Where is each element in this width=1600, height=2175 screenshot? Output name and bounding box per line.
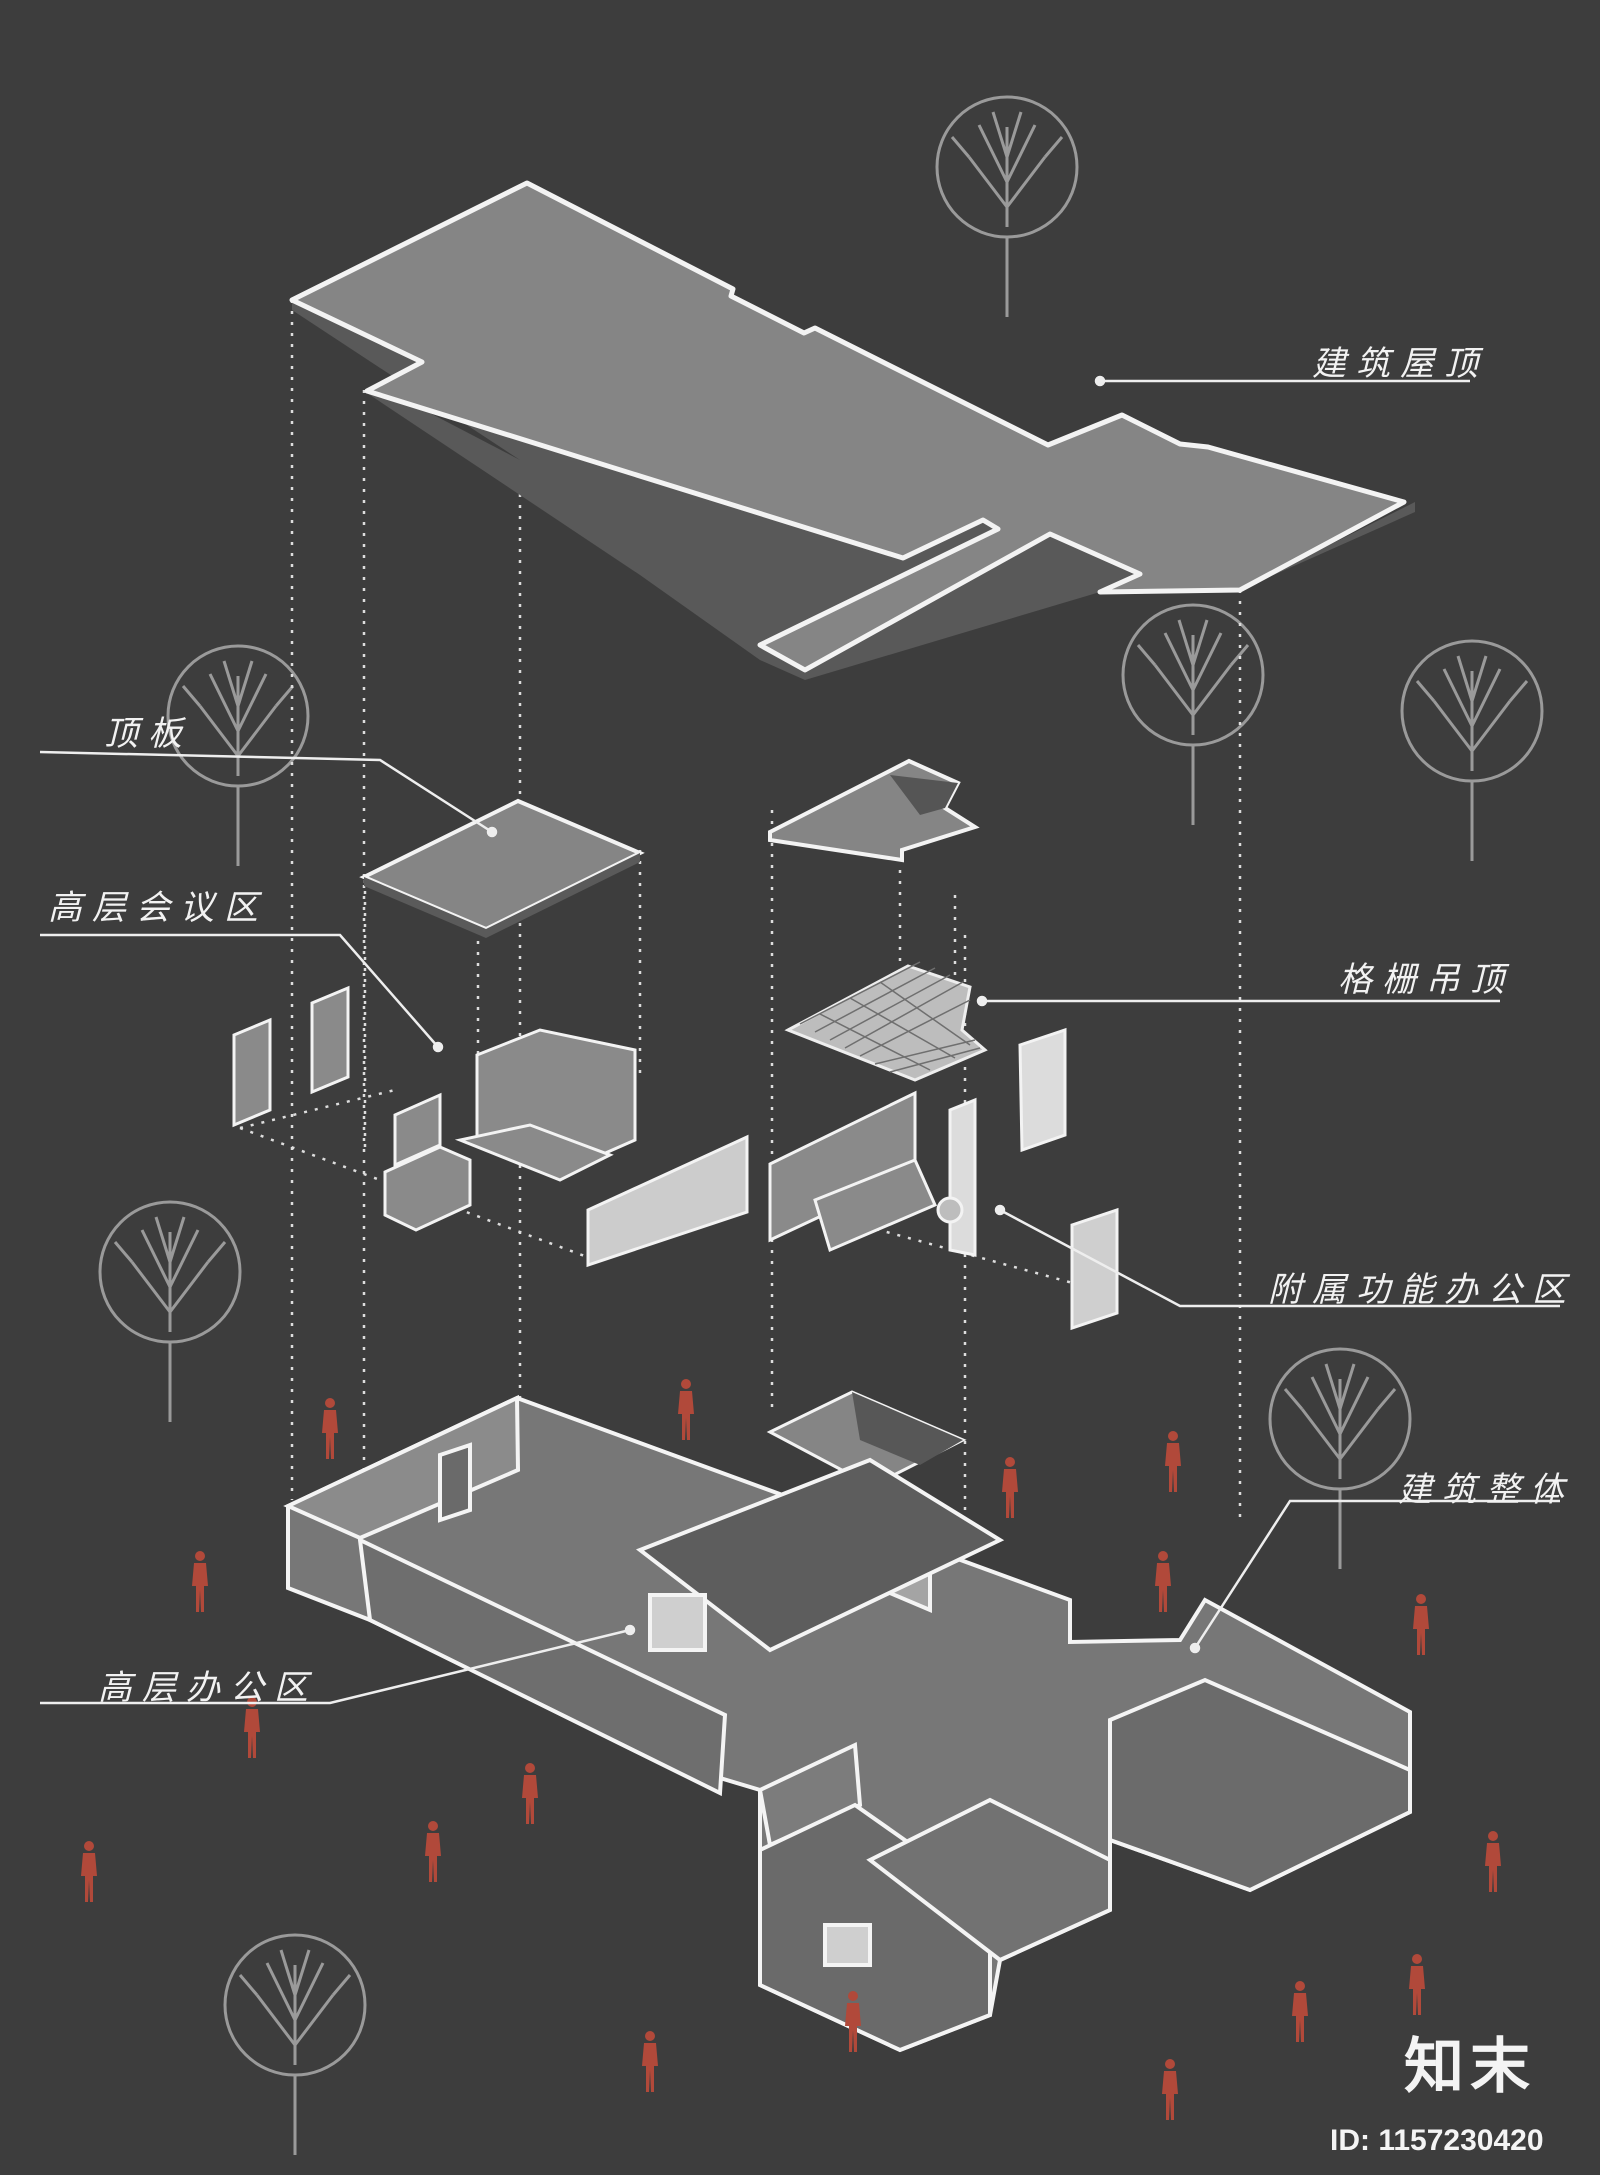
auxiliary-office-module bbox=[768, 1027, 1119, 1331]
tree-icon bbox=[1121, 603, 1265, 827]
tree-icon bbox=[1400, 639, 1544, 863]
small-ceiling-panel bbox=[766, 1390, 967, 1488]
person-figure-icon bbox=[678, 1379, 694, 1440]
tree-icon bbox=[223, 1933, 367, 2157]
label-meeting-area: 高层会议区 bbox=[48, 888, 268, 928]
label-whole-building: 建筑整体 bbox=[1398, 1470, 1574, 1510]
roof-slab bbox=[289, 180, 1415, 680]
projection-lines bbox=[239, 300, 1242, 1560]
label-auxiliary-office: 附属功能办公区 bbox=[1268, 1270, 1576, 1310]
person-figure-icon bbox=[1155, 1551, 1171, 1612]
person-figure-icon bbox=[425, 1821, 441, 1882]
leader-lines bbox=[39, 375, 1560, 1705]
watermark-image-id: ID: 1157230420 bbox=[1330, 2124, 1544, 2157]
label-ceiling-panel: 顶板 bbox=[104, 714, 192, 754]
person-figure-icon bbox=[1292, 1981, 1308, 2042]
tree-icon bbox=[98, 1200, 242, 1424]
person-figure-icon bbox=[1413, 1594, 1429, 1655]
watermark-brand: 知末 bbox=[1404, 2032, 1536, 2102]
person-figure-icon bbox=[1409, 1954, 1425, 2015]
building-base bbox=[283, 1394, 1412, 2053]
person-figure-icon bbox=[1485, 1831, 1501, 1892]
person-figure-icon bbox=[1162, 2059, 1178, 2120]
auxiliary-ceiling-panel bbox=[768, 758, 980, 863]
person-figure-icon bbox=[522, 1763, 538, 1824]
person-figure-icon bbox=[642, 2031, 658, 2092]
tree-icon bbox=[1268, 1347, 1412, 1571]
ceiling-panel bbox=[359, 798, 645, 938]
person-figure-icon bbox=[1165, 1431, 1181, 1492]
person-figure-icon bbox=[322, 1398, 338, 1459]
person-figure-icon bbox=[81, 1841, 97, 1902]
tree-icon bbox=[935, 95, 1079, 319]
label-building-roof: 建筑屋顶 bbox=[1312, 344, 1488, 384]
person-figure-icon bbox=[192, 1551, 208, 1612]
label-grid-ceiling: 格栅吊顶 bbox=[1338, 960, 1514, 1000]
grid-ceiling bbox=[784, 961, 988, 1082]
label-senior-office: 高层办公区 bbox=[98, 1668, 318, 1708]
person-figure-icon bbox=[1002, 1457, 1018, 1518]
meeting-area-module bbox=[232, 985, 749, 1268]
